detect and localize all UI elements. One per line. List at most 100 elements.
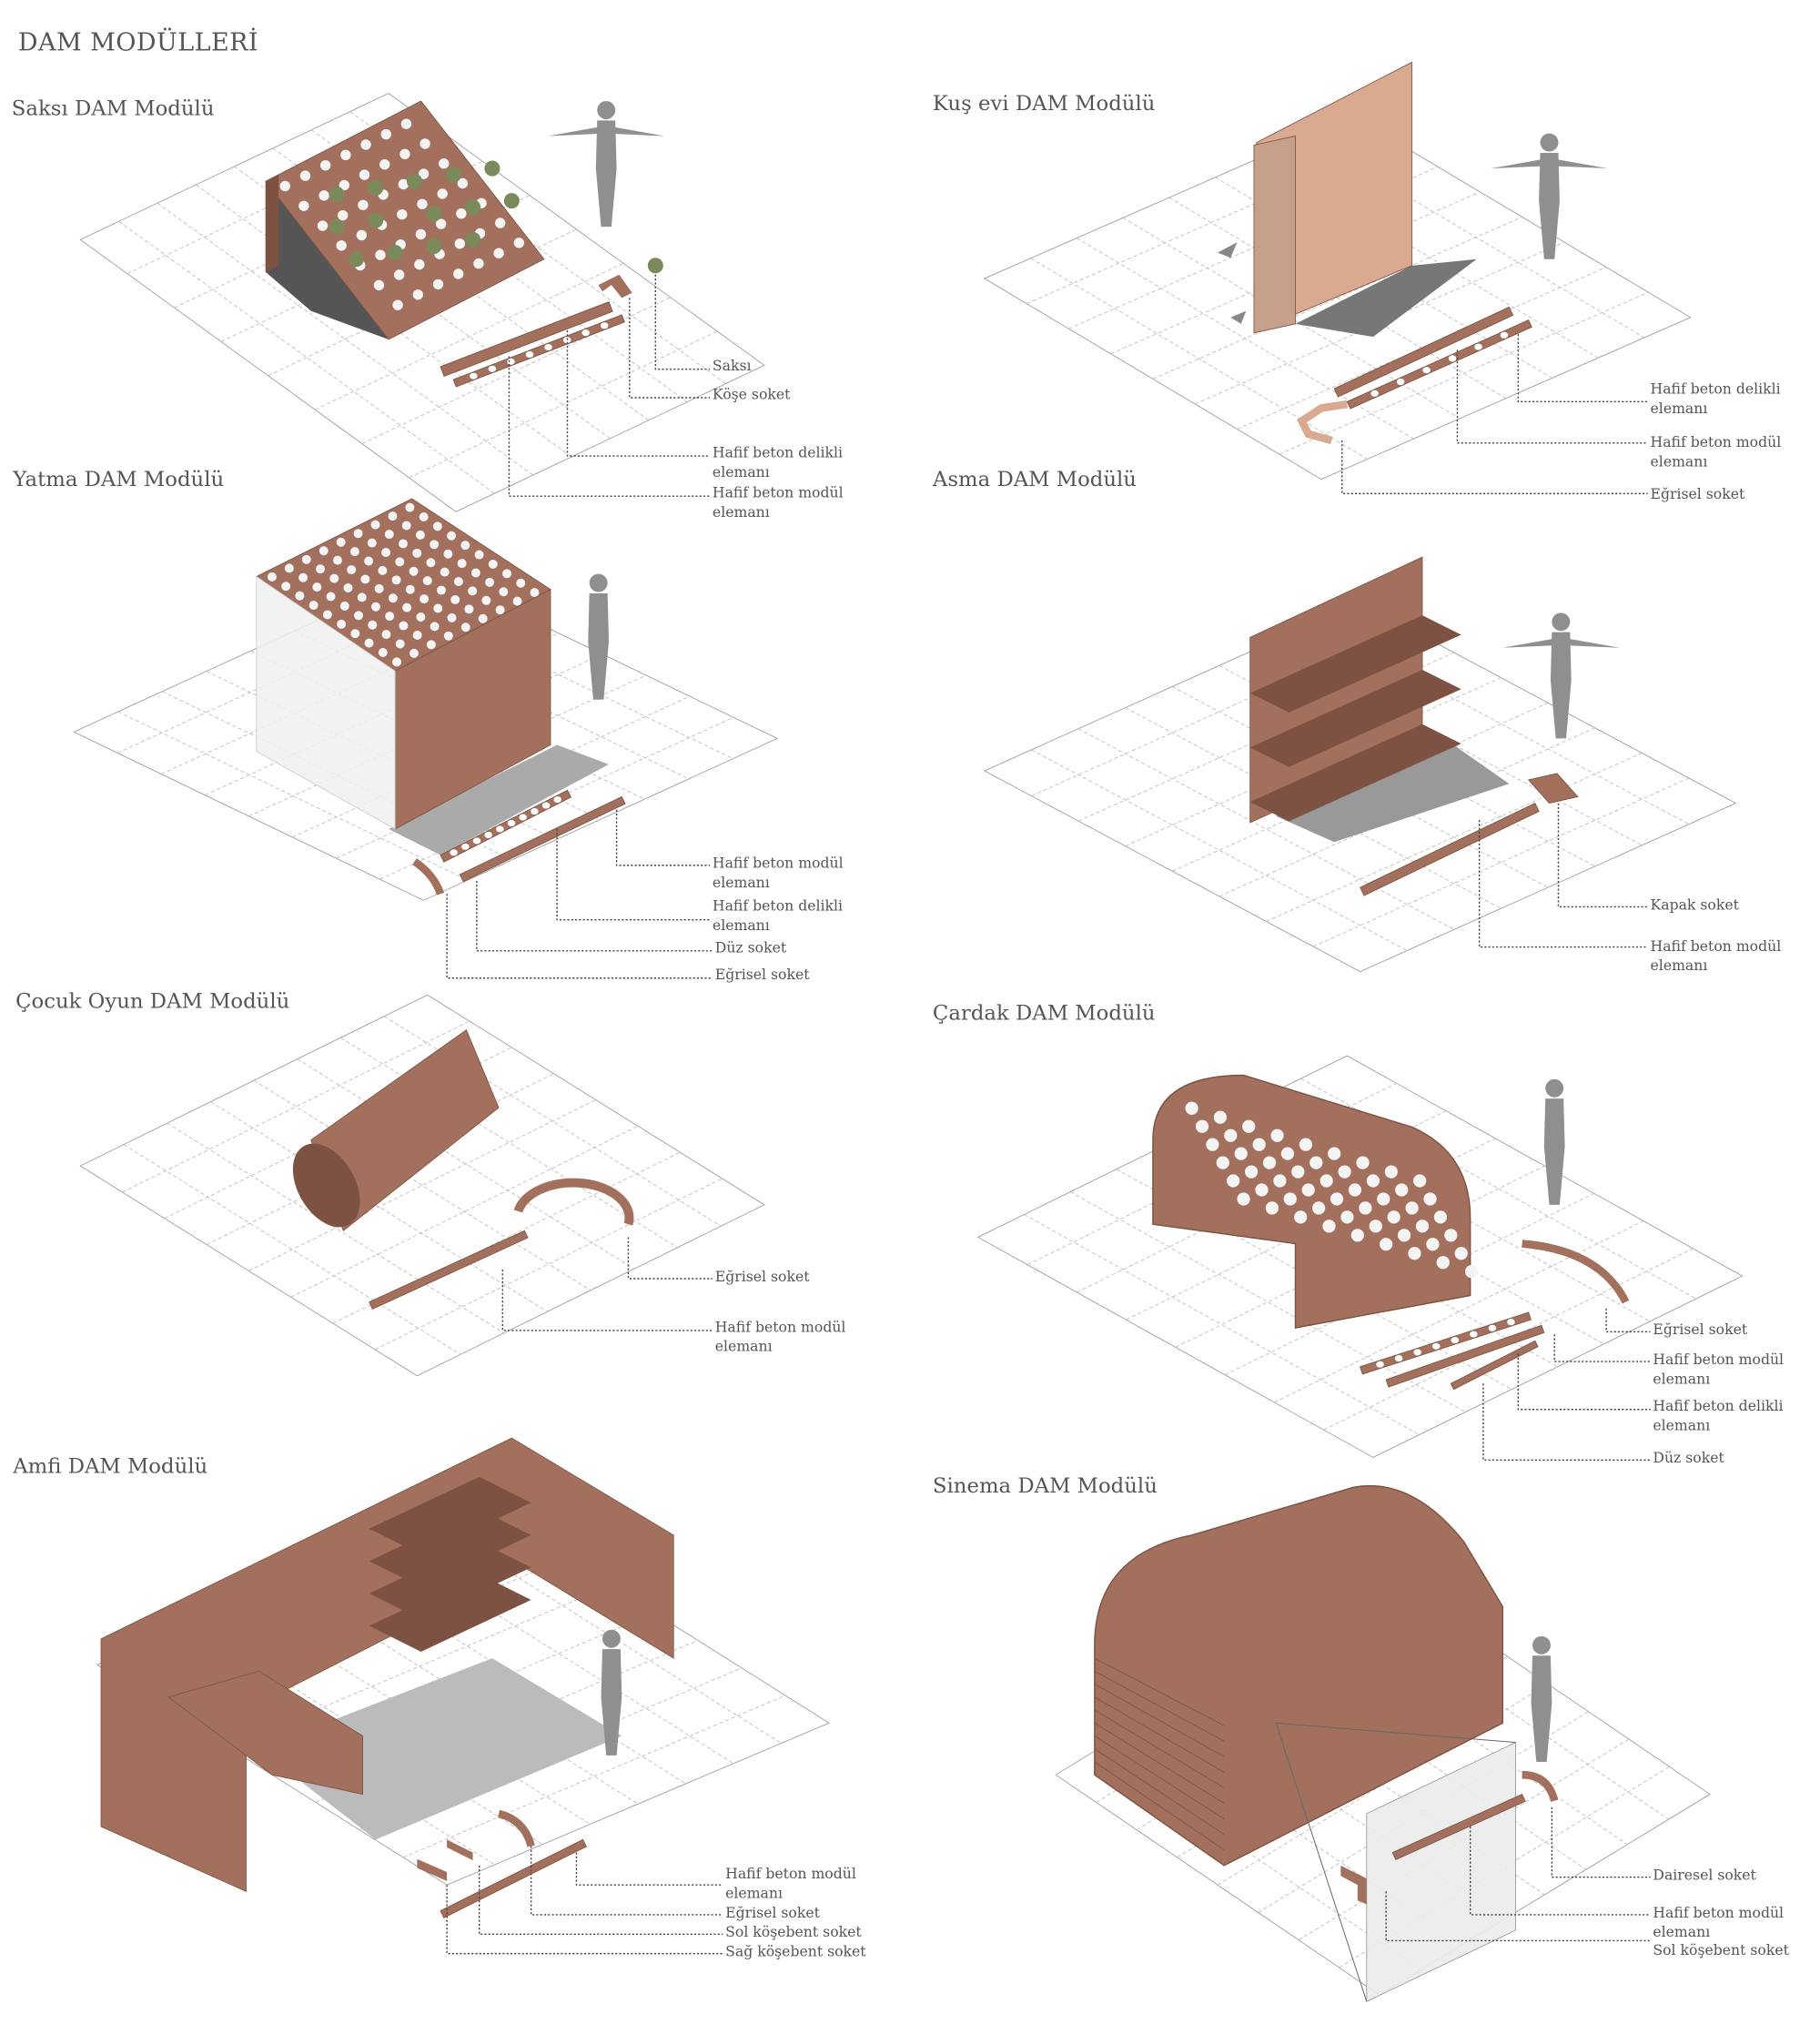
roof-hole (374, 583, 384, 593)
roof-hole (370, 520, 380, 530)
roof-hole (367, 538, 377, 548)
leader-line (1517, 1353, 1651, 1411)
roof-hole (357, 592, 367, 602)
roof-hole (426, 558, 436, 568)
roof-hole (420, 594, 430, 604)
sol-kosebent-soket (1340, 1865, 1367, 1905)
roof-hole (443, 631, 453, 641)
arch-hole (1299, 1138, 1313, 1151)
hole (531, 807, 539, 815)
roof-hole (284, 563, 294, 573)
modul-eleman (1360, 802, 1540, 896)
module-title-amfi: Amfi DAM Modülü (13, 1453, 208, 1479)
amfi-step (369, 1476, 531, 1555)
hole (1474, 343, 1482, 350)
planter-hole (356, 229, 368, 241)
roof-hole (447, 612, 457, 622)
dairesel-soket (1522, 1770, 1559, 1802)
roof-hole (426, 640, 436, 650)
arch-hole (1216, 1156, 1229, 1169)
person-head (1545, 1078, 1564, 1098)
hole (581, 329, 590, 337)
roof-hole (460, 541, 470, 551)
leader-line (478, 1865, 723, 1935)
grid-line (1030, 258, 1368, 460)
leader-line (1557, 803, 1648, 908)
planter-hole (318, 190, 329, 201)
person-silhouette-icon (1531, 1655, 1552, 1762)
roof-hole (322, 610, 332, 620)
roof-hole (308, 601, 318, 611)
roof-hole (267, 572, 277, 582)
grid-line (1218, 727, 1595, 897)
grid-line (1024, 1214, 1420, 1435)
grid-line (1152, 217, 1522, 380)
roof-hole (381, 630, 391, 640)
hole (1470, 1331, 1478, 1338)
roof-hole (485, 577, 495, 587)
grid-line (402, 1695, 786, 1858)
grid-line (297, 1058, 635, 1270)
hole (1448, 355, 1457, 362)
roof-hole (430, 540, 440, 550)
label-egrisel-soket: Eğrisel soket (725, 1904, 820, 1922)
arch-hole (1328, 1147, 1341, 1160)
grid-line (1254, 1100, 1651, 1322)
birdhouse-column (1253, 135, 1296, 334)
roof-hole (339, 601, 349, 611)
roof-hole (349, 547, 359, 557)
grid-line (1323, 1248, 1694, 1431)
arch-hole (1397, 1229, 1411, 1242)
planter-hole (279, 180, 290, 192)
roof-hole (399, 621, 409, 631)
grid-line (210, 1101, 548, 1312)
hole (541, 802, 551, 809)
grid-line (1126, 1138, 1496, 1321)
roof-hole (384, 530, 394, 540)
sol-kosebent-soket (447, 1839, 473, 1861)
arch-hole (1237, 1192, 1250, 1206)
hole (553, 796, 562, 804)
planter-hole (493, 248, 504, 258)
arch-hole (1350, 1229, 1364, 1242)
person-head (602, 1629, 621, 1648)
arch-hole (1234, 1147, 1248, 1160)
label-modul-eleman: Hafif beton modül elemanı (712, 484, 844, 521)
roof-hole (474, 550, 484, 560)
modul-eleman (440, 1838, 587, 1918)
roof-hole (422, 576, 432, 586)
arch-hole (1322, 1219, 1336, 1233)
roof-hole (392, 657, 402, 667)
grid-line (123, 1144, 461, 1355)
label-delikli-eleman: Hafif beton delikli elemanı (712, 444, 844, 481)
roof-hole (412, 630, 422, 640)
shell-slat (1094, 1684, 1225, 1757)
leader-line (508, 356, 711, 497)
person-head (1552, 612, 1571, 632)
roof-hole (332, 555, 342, 565)
arch-hole (1380, 1238, 1393, 1251)
planter-hole (392, 299, 403, 310)
saksi-side (265, 175, 279, 272)
grid-line (192, 1624, 543, 1846)
person-head (589, 573, 608, 592)
egrisel-soket (513, 1178, 634, 1226)
arch-hole (1213, 1110, 1228, 1124)
planter-hole (453, 268, 464, 279)
leader-line (1517, 334, 1648, 402)
plant-icon (426, 206, 442, 222)
amfi-step (369, 1541, 531, 1620)
label-modul-eleman: Hafif beton modül elemanı (1653, 1351, 1785, 1388)
arch-hole (1273, 1174, 1287, 1188)
grid-line (361, 297, 671, 444)
arch-hole (1356, 1156, 1370, 1169)
bird-icon (1218, 242, 1238, 258)
leader-line (1605, 1308, 1651, 1333)
arch-hole (1415, 1219, 1430, 1233)
arch-hole (1301, 1183, 1315, 1197)
grid-line (145, 1644, 495, 1866)
person-arms (1491, 157, 1608, 169)
module-shadow (1276, 738, 1510, 843)
person-head (1532, 1635, 1551, 1655)
arch-hole (1291, 1165, 1305, 1179)
